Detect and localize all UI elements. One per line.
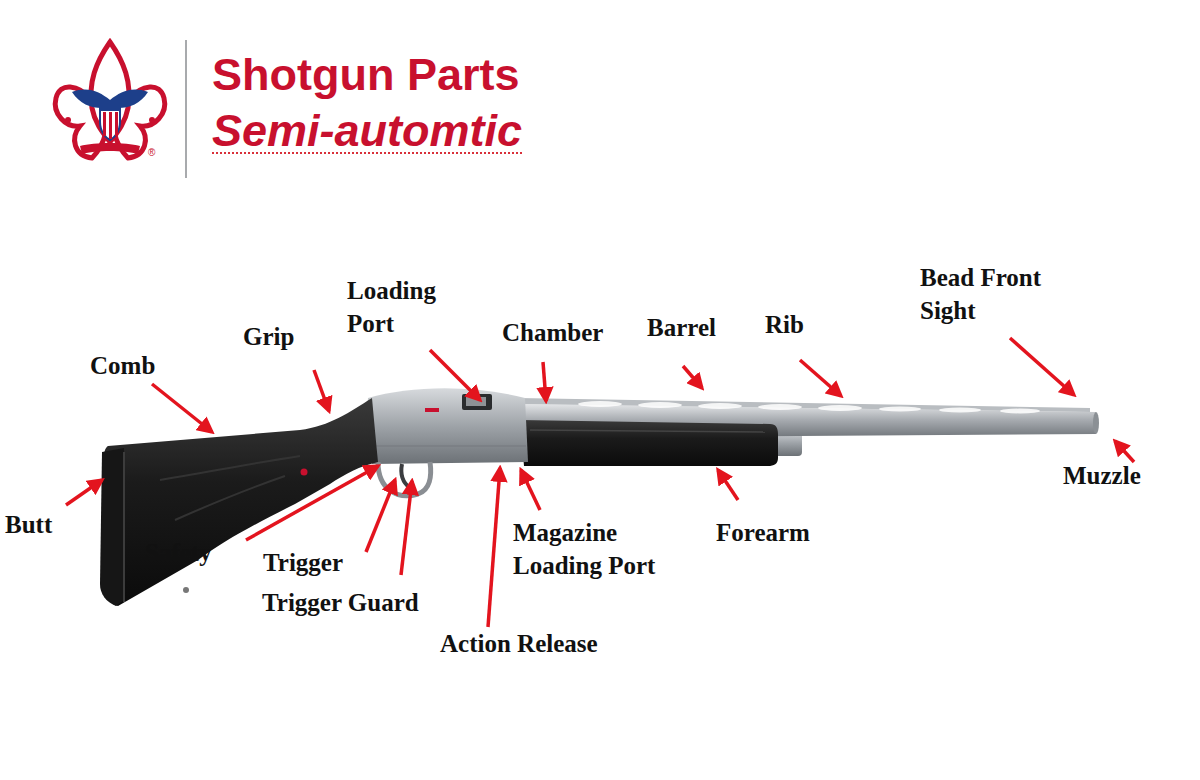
subtitle: Semi-automtic [212, 106, 522, 156]
leader-arrow [1115, 441, 1134, 462]
leader-arrow [314, 370, 329, 411]
part-name: Trigger Guard [262, 587, 419, 620]
leader-arrow [718, 470, 738, 500]
part-name: Chamber [502, 317, 603, 350]
registered-mark: ® [148, 148, 155, 158]
part-name: Muzzle [1063, 460, 1141, 493]
leader-arrow [488, 468, 500, 627]
leader-arrow [366, 480, 395, 552]
leader-arrow [521, 470, 540, 510]
leader-arrow [246, 466, 378, 540]
leader-arrow [430, 350, 480, 400]
part-name: Trigger [263, 547, 343, 580]
part-name: Loading Port [347, 275, 459, 340]
part-name: Bead Front Sight [920, 262, 1070, 327]
divider-line [185, 40, 187, 178]
part-name: Butt [5, 509, 52, 542]
diagram-title: Shotgun Parts [212, 50, 520, 100]
part-name: Barrel [647, 312, 716, 345]
shotgun-drawing [100, 388, 1099, 606]
part-name: Action Release [440, 628, 598, 661]
leader-arrows [66, 338, 1134, 627]
part-name: Rib [765, 309, 804, 342]
leader-arrow [1010, 338, 1074, 395]
part-name: Forearm [716, 517, 810, 550]
leader-arrow [401, 481, 412, 575]
part-name: Safety [145, 537, 212, 570]
part-name: Magazine Loading Port [513, 517, 693, 582]
logo [55, 42, 164, 158]
leader-arrow [800, 360, 841, 396]
leader-arrow [152, 384, 212, 432]
leader-arrow [66, 480, 102, 505]
part-name: Grip [243, 321, 294, 354]
leader-arrow [683, 366, 702, 388]
part-name: Comb [90, 350, 155, 383]
leader-arrow [543, 362, 546, 401]
